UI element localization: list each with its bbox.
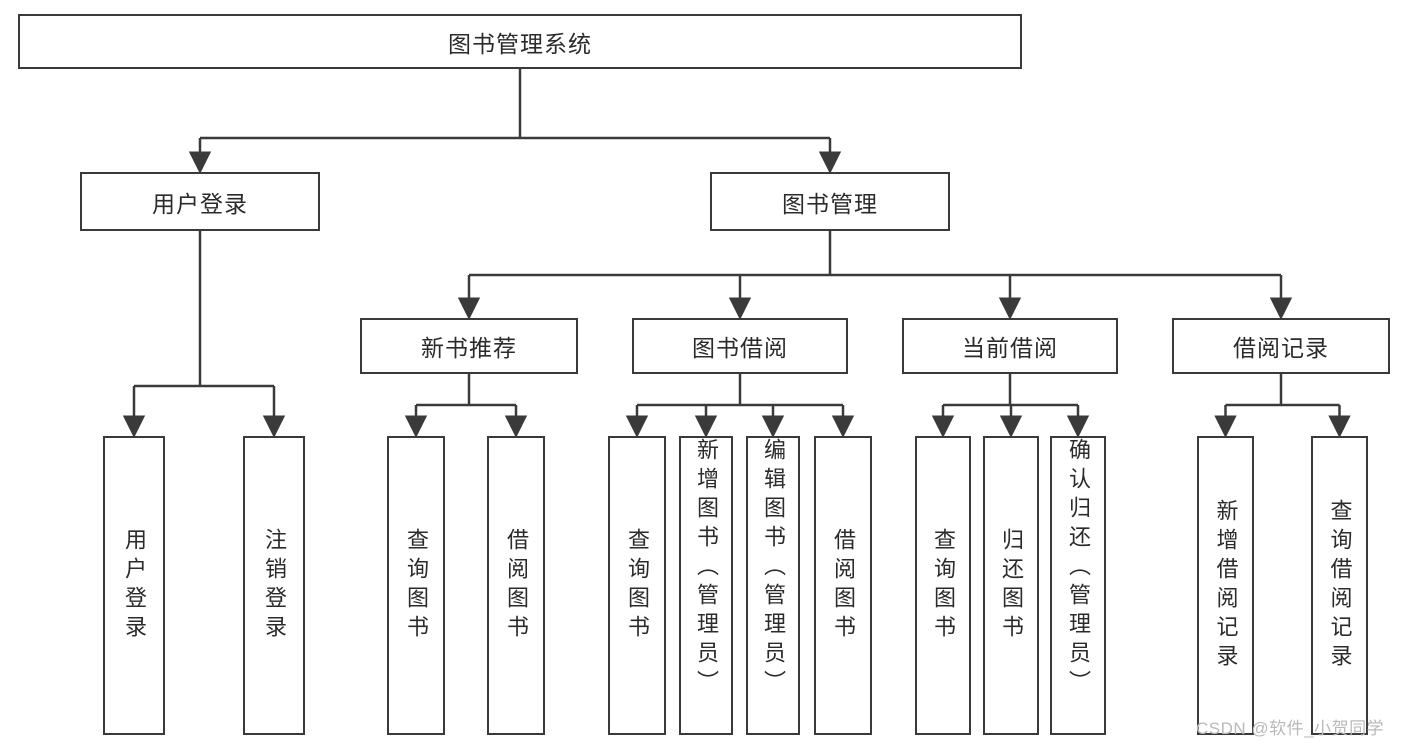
node-label: 查询图书 (404, 527, 429, 644)
node-label: 确认归还（管理员） (1066, 438, 1091, 699)
node-leaf-borrow-query-book[interactable]: 查询图书 (608, 436, 666, 735)
node-leaf-user-login[interactable]: 用户登录 (103, 436, 165, 735)
node-book-borrow[interactable]: 图书借阅 (632, 318, 848, 374)
node-book-management[interactable]: 图书管理 (710, 172, 950, 231)
node-label: 查询图书 (931, 527, 956, 644)
node-label: 当前借阅 (962, 335, 1058, 361)
node-leaf-logout[interactable]: 注销登录 (243, 436, 305, 735)
node-root-book-management-system[interactable]: 图书管理系统 (18, 14, 1022, 69)
node-user-login[interactable]: 用户登录 (80, 172, 320, 231)
node-leaf-confirm-return-admin[interactable]: 确认归还（管理员） (1050, 436, 1106, 735)
node-leaf-borrow-borrow-book[interactable]: 借阅图书 (814, 436, 872, 735)
node-leaf-newbook-query-book[interactable]: 查询图书 (387, 436, 445, 735)
node-label: 借阅图书 (504, 527, 529, 644)
node-leaf-newbook-borrow-book[interactable]: 借阅图书 (487, 436, 545, 735)
watermark-label: CSDN @软件_小贺同学 (1196, 719, 1385, 738)
node-new-book-recommend[interactable]: 新书推荐 (360, 318, 578, 374)
node-leaf-edit-book-admin[interactable]: 编辑图书（管理员） (746, 436, 800, 735)
node-label: 新增借阅记录 (1213, 498, 1239, 673)
node-label: 借阅记录 (1233, 335, 1329, 361)
node-label: 新增图书（管理员） (694, 438, 719, 699)
node-label: 用户登录 (122, 527, 147, 644)
node-leaf-add-borrow-record[interactable]: 新增借阅记录 (1197, 436, 1254, 735)
node-current-borrow[interactable]: 当前借阅 (902, 318, 1118, 374)
node-label: 图书管理系统 (448, 30, 592, 57)
node-label: 用户登录 (152, 190, 248, 217)
node-label: 图书管理 (782, 190, 878, 217)
node-label: 查询借阅记录 (1327, 498, 1353, 673)
node-label: 图书借阅 (692, 335, 788, 361)
node-label: 归还图书 (999, 527, 1024, 644)
node-leaf-query-borrow-record[interactable]: 查询借阅记录 (1311, 436, 1368, 735)
node-label: 新书推荐 (421, 335, 517, 361)
node-leaf-add-book-admin[interactable]: 新增图书（管理员） (679, 436, 733, 735)
edge-paths (122, 69, 1351, 438)
node-leaf-return-book[interactable]: 归还图书 (983, 436, 1039, 735)
node-label: 借阅图书 (831, 527, 856, 644)
node-label: 编辑图书（管理员） (761, 438, 786, 699)
node-label: 注销登录 (262, 527, 287, 644)
node-borrow-records[interactable]: 借阅记录 (1172, 318, 1390, 374)
node-label: 查询图书 (625, 527, 650, 644)
node-leaf-current-query-book[interactable]: 查询图书 (915, 436, 971, 735)
